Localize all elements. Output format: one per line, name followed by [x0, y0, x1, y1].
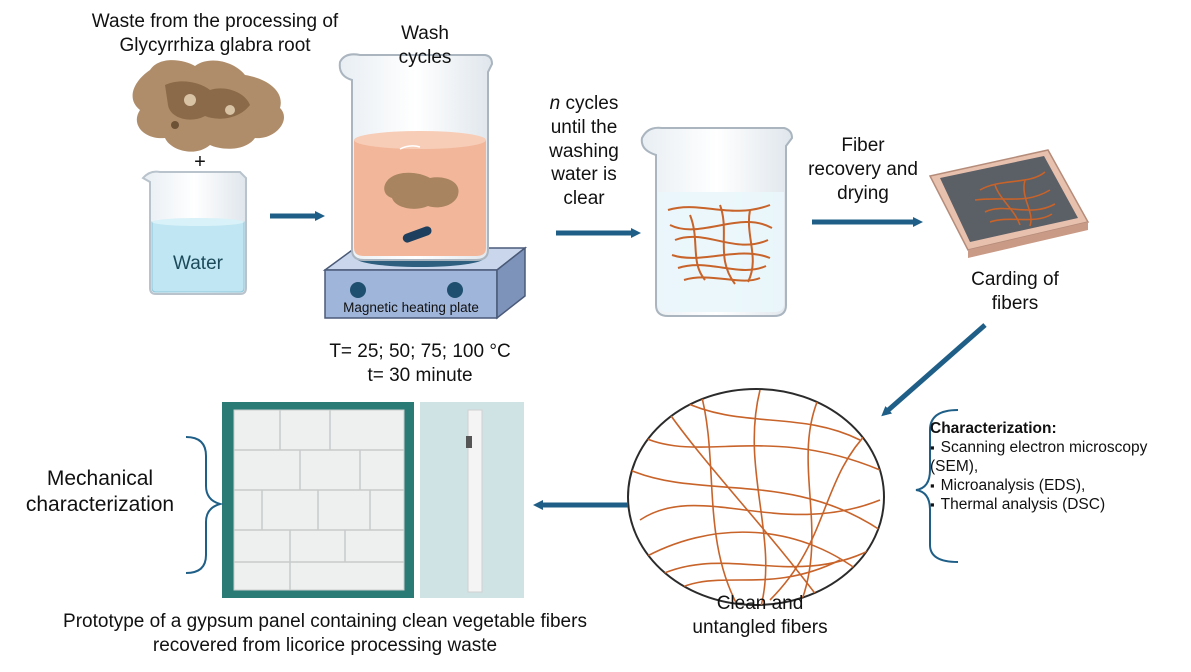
characterization-item-eds: Microanalysis (EDS),: [930, 477, 1185, 496]
time-label: t= 30 minute: [367, 365, 473, 386]
waste-label: Waste from the processing of Glycyrrhiza…: [91, 11, 339, 56]
n-cycles-label: n cycles until the washing water is clea…: [534, 92, 634, 211]
characterization-title: Characterization:: [930, 420, 1057, 437]
water-label: Water: [173, 253, 223, 274]
characterization-bracket: [915, 409, 959, 563]
characterization-item-sem: Scanning electron microscopy (SEM),: [930, 439, 1185, 477]
arrow-to-clean-fibers: [881, 323, 987, 417]
prototype-caption: Prototype of a gypsum panel containing c…: [63, 611, 587, 656]
characterization-list: Characterization: Scanning electron micr…: [930, 420, 1185, 515]
clean-fibers-label: Clean and untangled fibers: [692, 593, 828, 638]
n-cycles-text: cycles until the washing water is clear: [549, 93, 619, 209]
plus-sign: +: [194, 151, 206, 173]
carding-brush-image: [928, 149, 1090, 258]
n-symbol: n: [549, 93, 561, 114]
wash-cycles-label: Wash cycles: [398, 23, 452, 68]
characterization-item-dsc: Thermal analysis (DSC): [930, 496, 1185, 515]
root-waste-image: [132, 60, 284, 152]
heating-plate-label: Magnetic heating plate: [343, 300, 479, 315]
temperature-label: T= 25; 50; 75; 100 °C: [329, 341, 511, 362]
fiber-recovery-label: Fiber recovery and drying: [808, 135, 918, 204]
mechanical-bracket: [185, 436, 224, 574]
mechanical-characterization-label: Mechanical characterization: [25, 467, 175, 517]
gypsum-panel-image: [222, 402, 524, 598]
clean-fibers-image: [627, 388, 885, 606]
water-beaker-image: [141, 170, 247, 295]
carding-label: Carding of fibers: [971, 269, 1059, 314]
fiber-beaker-image: [640, 126, 794, 317]
wash-beaker-image: [338, 53, 494, 261]
